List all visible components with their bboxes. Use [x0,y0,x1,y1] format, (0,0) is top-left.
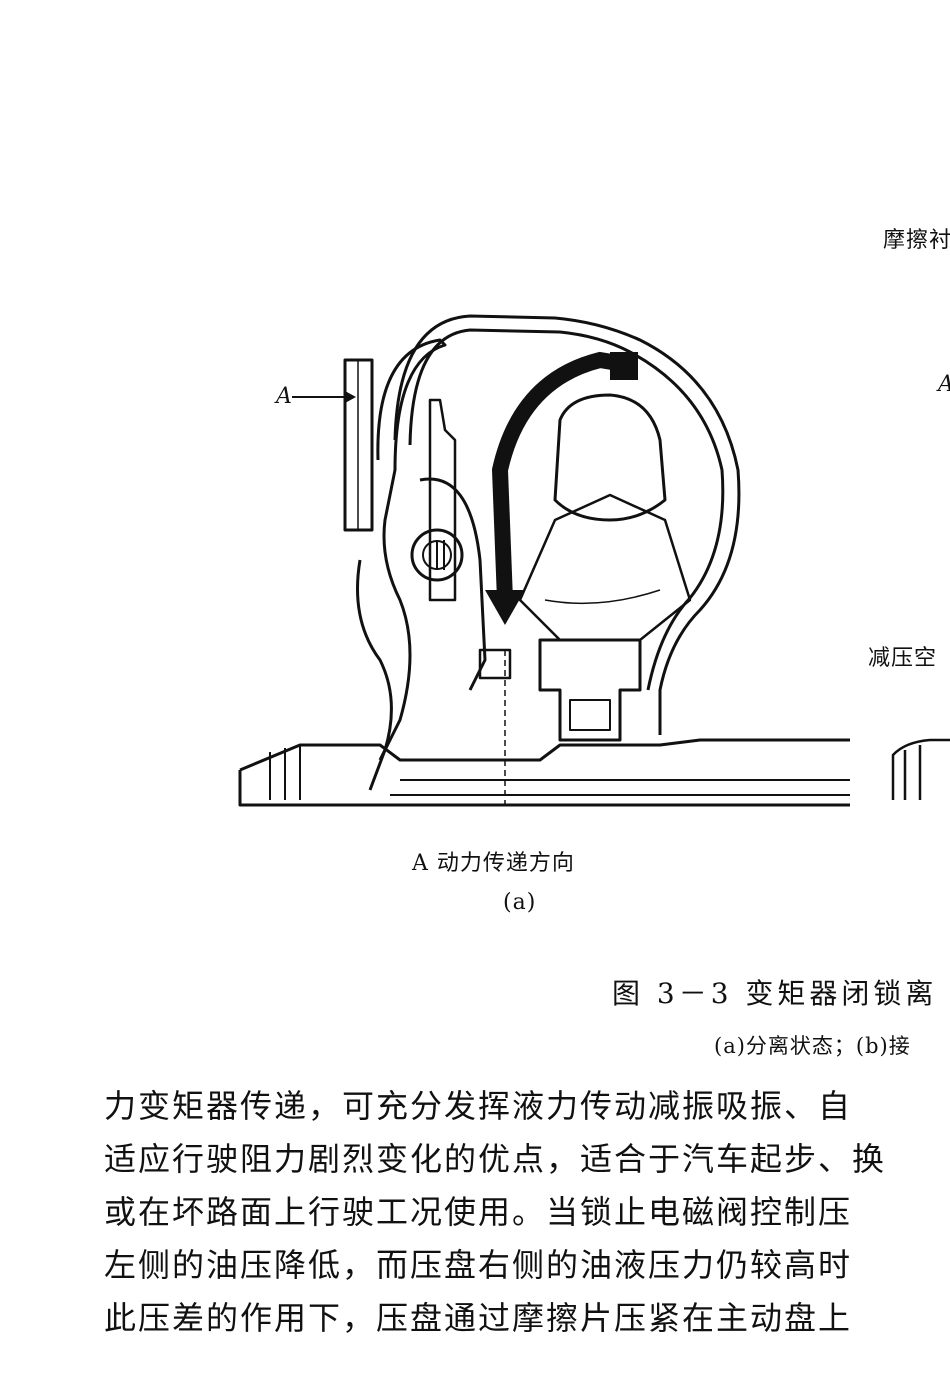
figure-caption: 图 3－3 变矩器闭锁离 [612,977,938,1010]
label-a-right: A [938,372,950,397]
power-flow-arrowhead [485,590,525,625]
body-paragraph: 力变矩器传递，可充分发挥液力传动减振吸振、自 适应行驶阻力剧烈变化的优点，适合于… [104,1080,950,1345]
subfigure-a-label: (a) [503,890,537,915]
label-decompress: 减压空 [868,646,938,671]
figure-legend: A 动力传递方向 [412,851,575,876]
left-bolt [343,358,374,532]
right-fragment [891,738,950,800]
piston-plate [419,477,487,691]
hub [538,638,642,742]
stator-blade [518,493,692,642]
paragraph-line: 适应行驶阻力剧烈变化的优点，适合于汽车起步、换 [104,1140,887,1178]
turbine-shell [553,393,667,522]
label-a-left: A [276,384,293,409]
damper-spring [410,528,464,582]
paragraph-line: 此压差的作用下，压盘通过摩擦片压紧在主动盘上 [104,1299,853,1337]
paragraph-line: 或在坏路面上行驶工况使用。当锁止电磁阀控制压 [104,1193,853,1231]
power-flow-arrow [491,351,632,601]
torque-converter-diagram [238,314,950,807]
left-passage [376,338,447,761]
paragraph-line: 力变矩器传递，可充分发挥液力传动减振吸振、自 [104,1087,853,1125]
label-friction: 摩擦衬 [883,228,950,253]
input-arrow-head [345,391,356,403]
output-shaft [238,770,850,807]
arrow-tail-block [610,352,638,380]
figure-subcaption: (a)分离状态；(b)接 [714,1034,911,1058]
paragraph-line: 左侧的油压降低，而压盘右侧的油液压力仍较高时 [104,1246,853,1284]
outer-housing-outline [393,314,741,735]
